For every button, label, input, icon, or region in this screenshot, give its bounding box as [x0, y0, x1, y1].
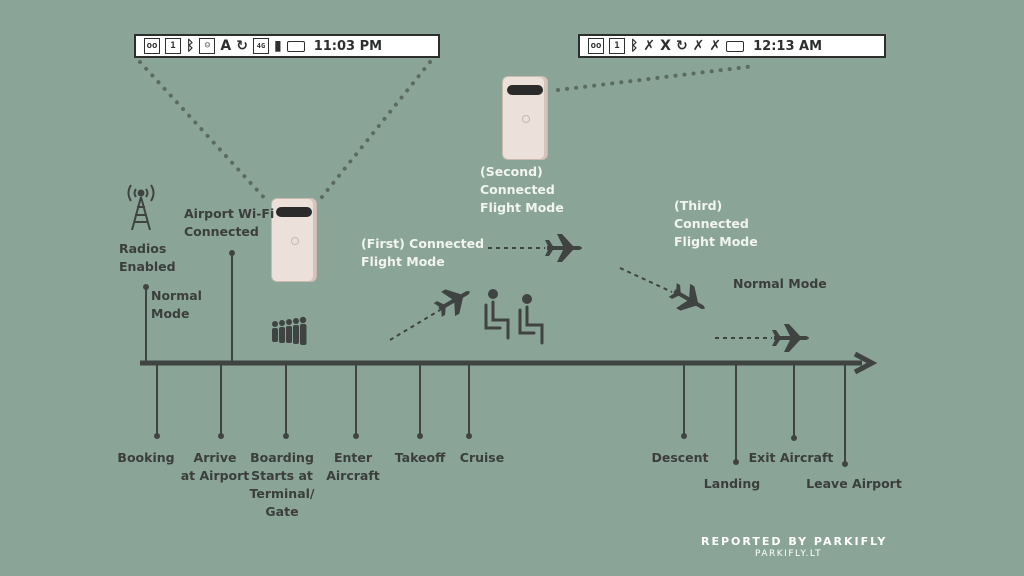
- phone-icon: [272, 199, 316, 281]
- battery-icon: [726, 40, 745, 52]
- airplane-icon: [668, 283, 705, 311]
- voicemail-icon: oo: [588, 38, 604, 54]
- stage-tick-dot: [466, 433, 472, 439]
- bluetooth-icon: ᛒ: [186, 38, 195, 54]
- airplane-icon: [772, 324, 809, 352]
- dotted-connector: [138, 60, 270, 204]
- label-normal-mode-end: Normal Mode: [733, 276, 827, 291]
- crossed-out-icon: ✗: [643, 38, 656, 54]
- stage-label: Cruise: [459, 450, 505, 465]
- status-time: 11:03 PM: [313, 38, 383, 54]
- calendar-icon: 1: [165, 38, 181, 54]
- battery-icon: [286, 40, 305, 52]
- voicemail-icon: oo: [144, 38, 160, 54]
- stage-label: Takeoff: [394, 450, 446, 465]
- marker-dot: [143, 284, 149, 290]
- status-bar-flight: oo 1 ᛒ ✗ X ↻ ✗ ✗ 12:13 AM: [578, 34, 886, 58]
- stage-label: Landing: [703, 476, 761, 491]
- label-first-connected: (First) Connected Flight Mode: [361, 236, 485, 269]
- crossed-out-icon: ✗: [709, 38, 722, 54]
- stage-label: Arrive at Airport: [180, 450, 250, 483]
- label-second-connected: (Second) Connected Flight Mode: [480, 164, 564, 215]
- dotted-connector: [316, 60, 432, 204]
- label-normal-mode: Normal Mode: [151, 288, 202, 321]
- label-radios-enabled: Radios Enabled: [119, 241, 176, 274]
- stage-label: Booking: [117, 450, 175, 465]
- stage-tick-dot: [681, 433, 687, 439]
- label-airport-wifi: Airport Wi-Fi Connected: [184, 206, 275, 239]
- airplane-icon: [545, 234, 582, 262]
- bluetooth-icon: ᛒ: [630, 38, 639, 54]
- stage-tick-dot: [218, 433, 224, 439]
- status-time: 12:13 AM: [753, 38, 823, 54]
- dotted-connector: [556, 64, 757, 92]
- calendar-icon: 1: [609, 38, 625, 54]
- stage-tick-dot: [353, 433, 359, 439]
- stage-label: Descent: [651, 450, 709, 465]
- label-third-connected: (Third) Connected Flight Mode: [674, 198, 758, 249]
- stage-tick-dot: [417, 433, 423, 439]
- timeline-arrowhead: [853, 351, 878, 375]
- signal-bars-icon: ▮: [273, 38, 282, 54]
- dashed-path: [619, 267, 673, 293]
- seated-passengers-icon: [484, 289, 544, 345]
- stage-tick-dot: [842, 461, 848, 467]
- stage-ticks: [154, 365, 848, 467]
- stage-tick-dot: [154, 433, 160, 439]
- marker-dot: [229, 250, 235, 256]
- stage-label: Leave Airport: [806, 476, 902, 491]
- stage-tick-dot: [791, 435, 797, 441]
- crossed-out-icon: X: [660, 38, 671, 54]
- stage-tick-dot: [283, 433, 289, 439]
- status-bar-normal: oo 1 ᛒ ☺ A ↻ 4G ▮ 11:03 PM: [134, 34, 440, 58]
- 4g-data-icon: 4G: [252, 38, 269, 54]
- queue-people-icon: [272, 316, 307, 345]
- rotate-icon: ↻: [236, 38, 248, 54]
- airplane-icon: [433, 289, 470, 317]
- stage-label: Enter Aircraft: [326, 450, 380, 483]
- navigation-icon: A: [220, 38, 232, 54]
- dashed-path: [389, 309, 441, 341]
- stage-tick-dot: [733, 459, 739, 465]
- rotate-icon: ↻: [675, 38, 688, 54]
- credit-url: PARKIFLY.LT: [755, 549, 823, 559]
- stage-label: Exit Aircraft: [748, 450, 834, 465]
- stage-label: Boarding Starts at Terminal/ Gate: [249, 450, 315, 519]
- phone-icon: [503, 77, 547, 159]
- radio-tower-icon: [127, 184, 155, 231]
- crossed-out-icon: ✗: [692, 38, 705, 54]
- message-icon: ☺: [199, 38, 216, 54]
- credit-reported-by: REPORTED BY PARKIFLY: [701, 535, 888, 548]
